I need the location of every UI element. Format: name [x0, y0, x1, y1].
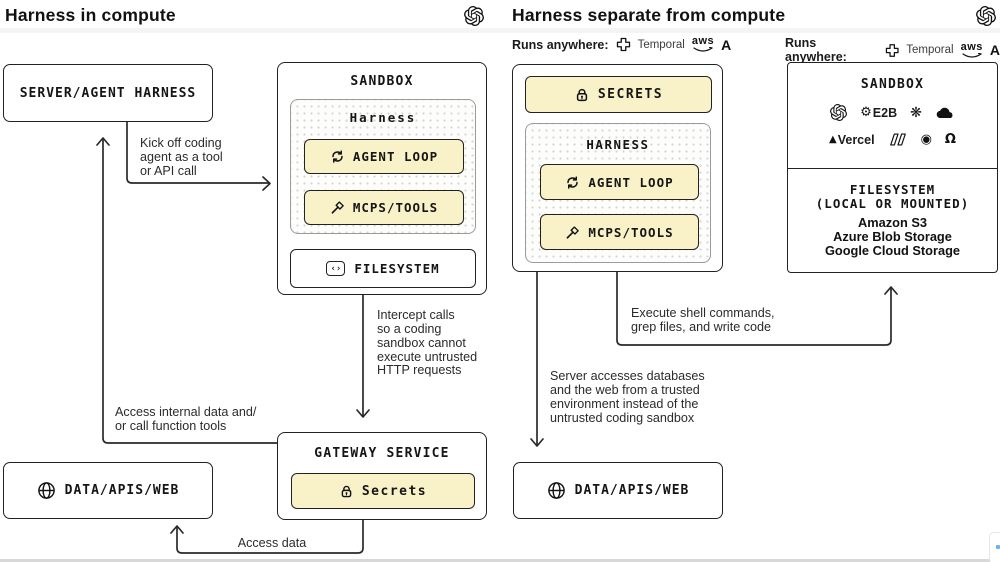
secrets-label-top: SECRETS [597, 87, 664, 102]
data-apis-web-label-right: DATA/APIS/WEB [574, 483, 690, 498]
openai-logo-icon [976, 6, 996, 26]
data-apis-web-label-left: DATA/APIS/WEB [64, 483, 180, 498]
refresh-icon [330, 149, 345, 164]
spark-icon: ❋ [910, 104, 922, 121]
lock-icon [339, 484, 354, 499]
corner-card-blue-mark [996, 545, 1000, 549]
anthropic-icon: A [721, 36, 732, 53]
gear-icon: ⚙ [860, 105, 872, 120]
hammer-icon [330, 200, 345, 215]
openai-logo-icon [464, 6, 484, 26]
intercept-annotation: Intercept calls so a coding sandbox cann… [377, 308, 478, 378]
sphere-icon: ◉ [920, 132, 932, 147]
agent-loop-label: AGENT LOOP [352, 149, 439, 164]
lock-icon [574, 87, 590, 103]
harness-title-right: HARNESS [586, 137, 650, 152]
sandbox-divider [788, 168, 997, 169]
filesystem-title-right: FILESYSTEM [849, 182, 936, 197]
storage-option-azure: Azure Blob Storage [833, 229, 952, 244]
sandbox-providers-row1: ⚙ E2B ❋ [788, 104, 997, 121]
vercel-label: Vercel [837, 132, 875, 147]
filesystem-box-left: ‹› FILESYSTEM [290, 249, 476, 288]
runs-anywhere-row-harness: Runs anywhere: Temporal aws A [512, 36, 731, 53]
server-agent-harness-label: SERVER/AGENT HARNESS [19, 85, 197, 101]
partial-corner-card [989, 532, 1000, 562]
data-apis-web-box-left: DATA/APIS/WEB [3, 462, 213, 519]
storage-option-gcs: Google Cloud Storage [824, 243, 961, 258]
secrets-label-gateway: Secrets [361, 483, 428, 499]
openai-icon [830, 104, 847, 121]
data-apis-web-box-right: DATA/APIS/WEB [513, 462, 723, 519]
globe-icon [547, 481, 566, 500]
kick-off-annotation: Kick off coding agent as a tool or API c… [140, 136, 223, 178]
code-icon: ‹› [326, 261, 346, 276]
refresh-icon [565, 175, 580, 190]
gateway-service-title: GATEWAY SERVICE [314, 446, 450, 461]
e2b-logo: ⚙ E2B [860, 105, 897, 120]
storage-option-s3: Amazon S3 [858, 215, 927, 230]
double-slash-icon [888, 133, 908, 146]
anthropic-icon: A [989, 42, 1000, 58]
aws-icon: aws [961, 41, 983, 59]
cloud-icon [935, 107, 955, 119]
sandbox-providers-row2: ▲ Vercel ◉ Ω [788, 132, 997, 147]
omega-icon: Ω [944, 132, 956, 147]
agent-loop-chip-left: AGENT LOOP [304, 139, 464, 174]
runs-anywhere-label: Runs anywhere: [785, 36, 847, 64]
hammer-icon [565, 225, 580, 240]
runs-anywhere-label: Runs anywhere: [512, 37, 609, 52]
access-data-annotation: Access data [237, 536, 307, 550]
temporal-label: Temporal [906, 44, 954, 56]
server-agent-harness-box: SERVER/AGENT HARNESS [3, 64, 213, 122]
globe-icon [37, 481, 56, 500]
harness-dotted-area-left: Harness AGENT LOOP MCPS/TOOLS [290, 99, 476, 234]
temporal-label: Temporal [637, 38, 685, 51]
temporal-icon [616, 37, 631, 52]
agent-loop-label: AGENT LOOP [588, 174, 674, 190]
secrets-chip-top: SECRETS [525, 76, 712, 113]
secrets-chip-gateway: Secrets [291, 473, 475, 509]
runs-anywhere-row-sandbox: Runs anywhere: Temporal aws A [785, 36, 1000, 64]
right-panel-title: Harness separate from compute [512, 5, 786, 25]
execute-annotation: Execute shell commands, grep files, and … [631, 306, 775, 334]
header-divider-band [0, 28, 1000, 33]
mcps-tools-chip-right: MCPS/TOOLS [540, 214, 699, 250]
harness-dotted-area-right: HARNESS AGENT LOOP MCPS/TOOLS [525, 123, 711, 263]
sandbox-box-left: SANDBOX Harness AGENT LOOP MCPS/TOOLS ‹›… [277, 62, 487, 295]
temporal-icon [885, 43, 899, 58]
sandbox-title-right: SANDBOX [860, 77, 925, 92]
sandbox-box-right: SANDBOX ⚙ E2B ❋ ▲ Vercel ◉ Ω FILESYSTEM … [787, 62, 998, 273]
e2b-label: E2B [872, 105, 898, 120]
harness-title-left: Harness [349, 110, 417, 125]
mcps-tools-label: MCPS/TOOLS [352, 200, 439, 215]
filesystem-subtitle-right: (LOCAL OR MOUNTED) [815, 196, 970, 211]
filesystem-label-left: FILESYSTEM [354, 261, 440, 276]
mcps-tools-label: MCPS/TOOLS [588, 224, 674, 240]
access-internal-annotation: Access internal data and/ or call functi… [115, 405, 257, 433]
server-accesses-annotation: Server accesses databases and the web fr… [550, 369, 705, 425]
agent-loop-chip-right: AGENT LOOP [540, 164, 699, 200]
bottom-edge-strip [0, 559, 1000, 562]
vercel-logo: ▲ Vercel [829, 133, 875, 147]
harness-server-box: SECRETS HARNESS AGENT LOOP MCPS/TOOLS [512, 64, 723, 272]
gateway-service-box: GATEWAY SERVICE Secrets [277, 432, 487, 520]
aws-icon: aws [692, 36, 714, 53]
left-panel-title: Harness in compute [5, 5, 176, 25]
sandbox-title-left: SANDBOX [350, 74, 414, 89]
mcps-tools-chip-left: MCPS/TOOLS [304, 190, 464, 225]
vercel-triangle-icon: ▲ [829, 134, 837, 145]
